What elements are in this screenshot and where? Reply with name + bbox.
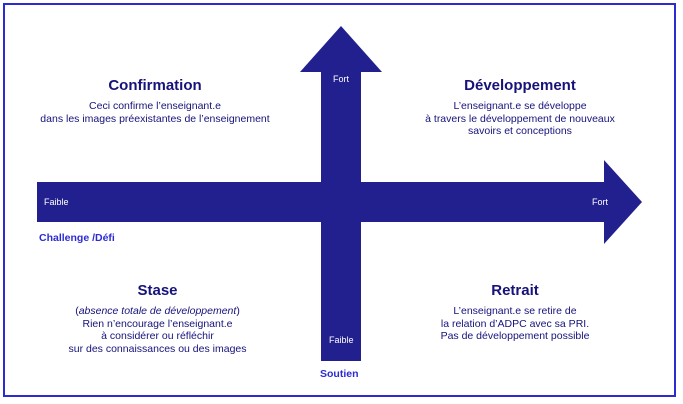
note-text: absence totale de développement xyxy=(78,305,237,317)
note-paren: ) xyxy=(236,305,240,317)
quadrant-description: L’enseignant.e se développe à travers le… xyxy=(395,100,645,138)
quadrant-description: L’enseignant.e se retire de la relation … xyxy=(395,305,635,343)
vertical-axis-name: Soutien xyxy=(320,368,359,380)
description-line: à travers le développement de nouveaux xyxy=(425,112,615,125)
diagram-frame xyxy=(3,3,676,397)
horizontal-axis-name: Challenge /Défi xyxy=(39,232,115,244)
quadrant-stase: Stase (absence totale de développement) … xyxy=(30,282,285,355)
description-line: Rien n’encourage l’enseignant.e xyxy=(82,317,233,330)
vertical-high-label: Fort xyxy=(333,74,350,84)
quadrant-title: Stase xyxy=(137,282,178,299)
description-line: L’enseignant.e se retire de xyxy=(453,305,577,317)
description-line: Pas de développement possible xyxy=(440,330,590,343)
quadrant-description: Rien n’encourage l’enseignant.e à consid… xyxy=(30,318,285,356)
description-line: L’enseignant.e se développe xyxy=(453,100,587,112)
quadrant-developpement: Développement L’enseignant.e se développ… xyxy=(395,77,645,138)
quadrant-confirmation: Confirmation Ceci confirme l’enseignant.… xyxy=(20,77,290,125)
description-line: dans les images préexistantes de l’ensei… xyxy=(40,112,270,125)
description-line: savoirs et conceptions xyxy=(468,125,572,138)
quadrant-description: Ceci confirme l’enseignant.e dans les im… xyxy=(20,100,290,125)
note-paren: ( xyxy=(75,305,79,317)
quadrant-title: Confirmation xyxy=(108,77,202,94)
description-line: sur des connaissances ou des images xyxy=(68,342,247,355)
description-line: Ceci confirme l’enseignant.e xyxy=(89,100,221,112)
horizontal-low-label: Faible xyxy=(44,197,69,207)
quadrant-title: Développement xyxy=(464,77,576,94)
horizontal-high-label: Fort xyxy=(592,197,609,207)
description-line: la relation d’ADPC avec sa PRI. xyxy=(440,317,590,330)
description-line: à considérer ou réfléchir xyxy=(101,330,214,343)
quadrant-note: (absence totale de développement) xyxy=(30,305,285,318)
quadrant-title: Retrait xyxy=(491,282,539,299)
vertical-low-label: Faible xyxy=(329,335,354,345)
vertical-arrow xyxy=(300,26,382,361)
quadrant-retrait: Retrait L’enseignant.e se retire de la r… xyxy=(395,282,635,343)
